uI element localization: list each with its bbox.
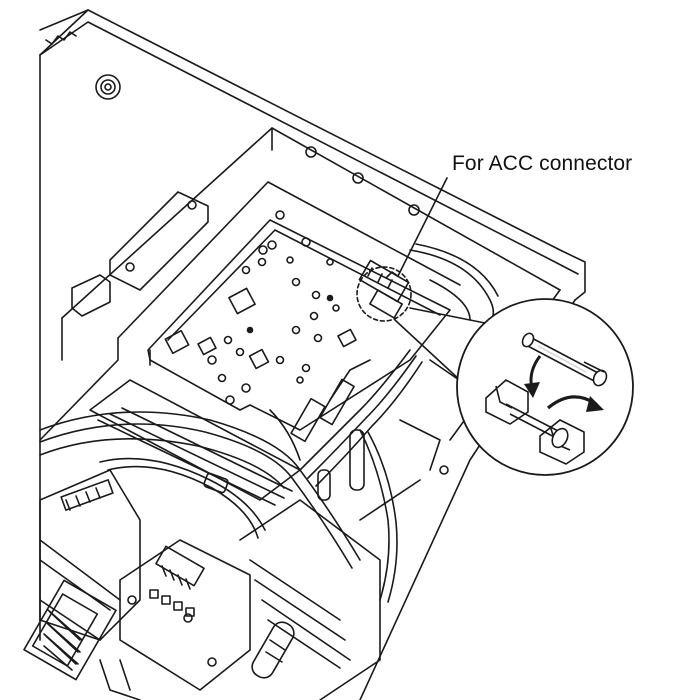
inner-tray bbox=[39, 127, 561, 441]
arrow-down-icon bbox=[524, 355, 542, 398]
fuse-detail-inset bbox=[456, 298, 634, 476]
chassis-outer-panel bbox=[39, 9, 586, 641]
lower-left-board bbox=[31, 469, 141, 667]
lower-center-board bbox=[119, 539, 251, 691]
main-pcb-board bbox=[147, 210, 451, 431]
acc-fuse-dashed-circle bbox=[356, 266, 412, 322]
heatsink-left bbox=[89, 379, 301, 506]
screw-top-left bbox=[95, 74, 121, 100]
heatsink-right bbox=[239, 499, 381, 700]
acc-connector-label: For ACC connector bbox=[452, 152, 633, 175]
acc-connector bbox=[356, 259, 412, 322]
arrow-curve-right-icon bbox=[546, 395, 604, 412]
bracket-left-upper bbox=[71, 191, 209, 317]
cooling-fan bbox=[23, 579, 141, 700]
fuse-icon bbox=[521, 332, 608, 387]
fuse-holder bbox=[485, 379, 585, 465]
